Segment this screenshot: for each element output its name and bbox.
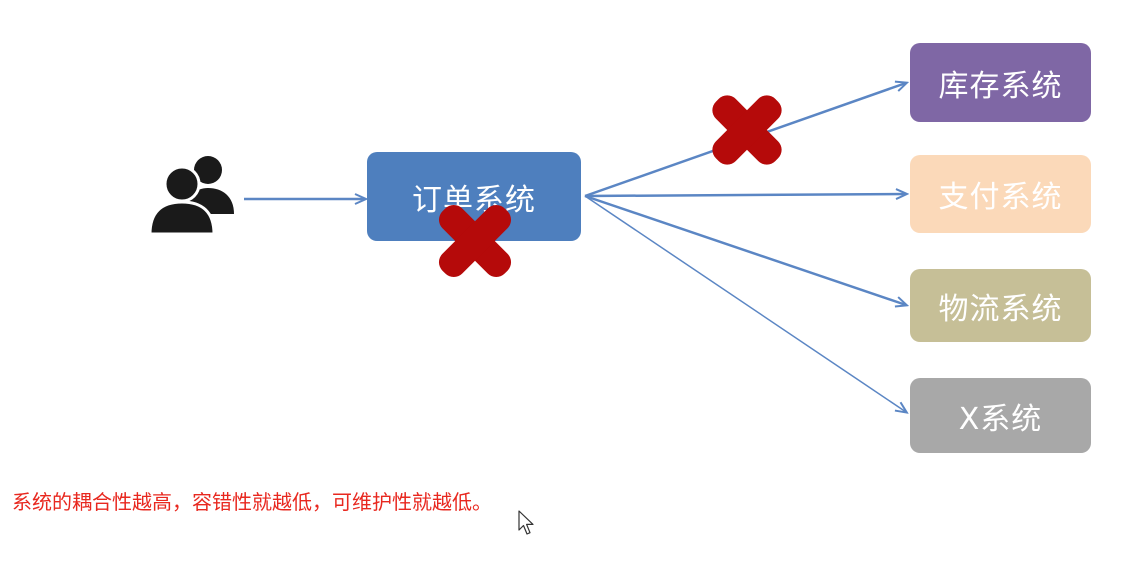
inventory-system-label: 库存系统 <box>938 68 1063 104</box>
payment-system-box: 支付系统 <box>910 155 1091 233</box>
arrow-order-to-x <box>584 195 906 412</box>
arrow-order-to-payment <box>584 194 906 196</box>
x-system-box: X系统 <box>910 378 1091 453</box>
inventory-system-box: 库存系统 <box>910 43 1091 122</box>
cross-icon <box>430 198 520 288</box>
mouse-cursor-icon <box>518 510 536 540</box>
users-icon <box>148 148 240 240</box>
x-system-label: X系统 <box>958 401 1043 437</box>
logistics-system-label: 物流系统 <box>938 291 1063 327</box>
arrow-order-to-logistics <box>584 194 906 305</box>
cross-icon <box>704 88 790 176</box>
order-system-label: 订单系统 <box>412 182 536 218</box>
payment-system-label: 支付系统 <box>938 180 1063 215</box>
logistics-system-box: 物流系统 <box>910 269 1091 342</box>
coupling-caption: 系统的耦合性越高，容错性就越低，可维护性就越低。 <box>12 490 492 514</box>
